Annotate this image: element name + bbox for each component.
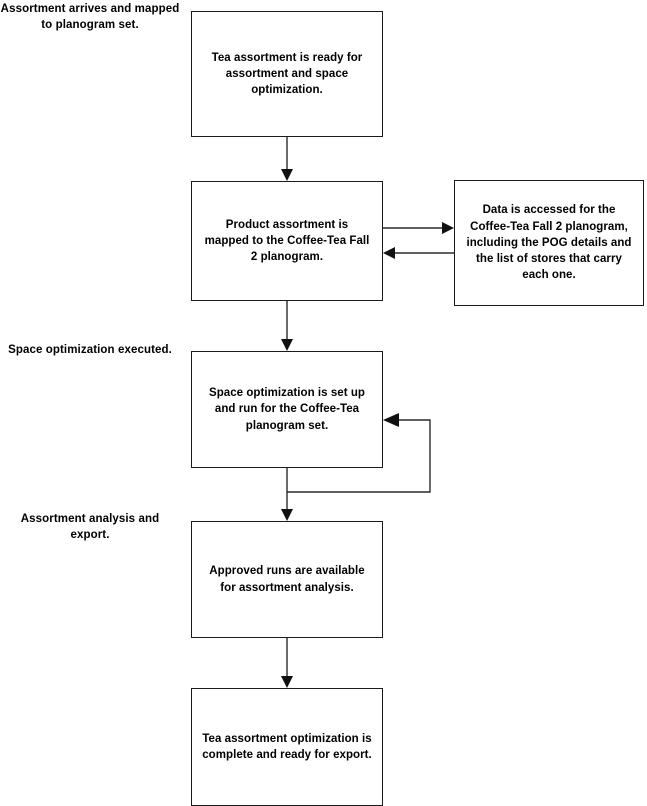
- connector-mapped-to-data: [383, 222, 454, 234]
- node-approved-runs-label: Approved runs are available for assortme…: [209, 565, 365, 594]
- node-data-accessed-label: Data is accessed for the Coffee-Tea Fall…: [466, 204, 632, 282]
- arrowhead-left-data-to-mapped: [383, 247, 395, 259]
- arrowhead-left-spaceopt-loop: [383, 413, 399, 427]
- node-product-assortment-mapped-label: Product assortment is mapped to the Coff…: [204, 218, 370, 264]
- node-data-accessed[interactable]: Data is accessed for the Coffee-Tea Fall…: [454, 180, 644, 306]
- node-tea-assortment-ready[interactable]: Tea assortment is ready for assortment a…: [191, 11, 383, 137]
- connector-mapped-to-spaceopt: [281, 301, 293, 351]
- node-approved-runs[interactable]: Approved runs are available for assortme…: [191, 521, 383, 638]
- connector-data-to-mapped: [383, 247, 454, 259]
- arrowhead-down-mapped-to-spaceopt: [281, 339, 293, 351]
- phase-label-space-optimization: Space optimization executed.: [8, 344, 172, 356]
- node-space-optimization-run[interactable]: Space optimization is set up and run for…: [191, 351, 383, 468]
- node-tea-assortment-ready-label: Tea assortment is ready for assortment a…: [211, 51, 363, 97]
- connector-ready-to-mapped: [281, 137, 293, 181]
- connector-spaceopt-to-approved: [281, 468, 293, 521]
- phase-label-assortment-arrives: Assortment arrives and mapped to planogr…: [0, 3, 180, 31]
- node-space-optimization-run-label: Space optimization is set up and run for…: [208, 387, 366, 432]
- arrowhead-right-mapped-to-data: [442, 222, 454, 234]
- arrowhead-down-ready-to-mapped: [281, 169, 293, 181]
- arrowhead-down-spaceopt-to-approved: [281, 509, 293, 521]
- arrowhead-down-approved-to-complete: [281, 676, 293, 688]
- phase-label-assortment-analysis: Assortment analysis and export.: [20, 513, 160, 541]
- node-optimization-complete-label: Tea assortment optimization is complete …: [202, 732, 372, 761]
- node-optimization-complete[interactable]: Tea assortment optimization is complete …: [191, 688, 383, 806]
- connector-approved-to-complete: [281, 638, 293, 688]
- node-product-assortment-mapped[interactable]: Product assortment is mapped to the Coff…: [191, 181, 383, 301]
